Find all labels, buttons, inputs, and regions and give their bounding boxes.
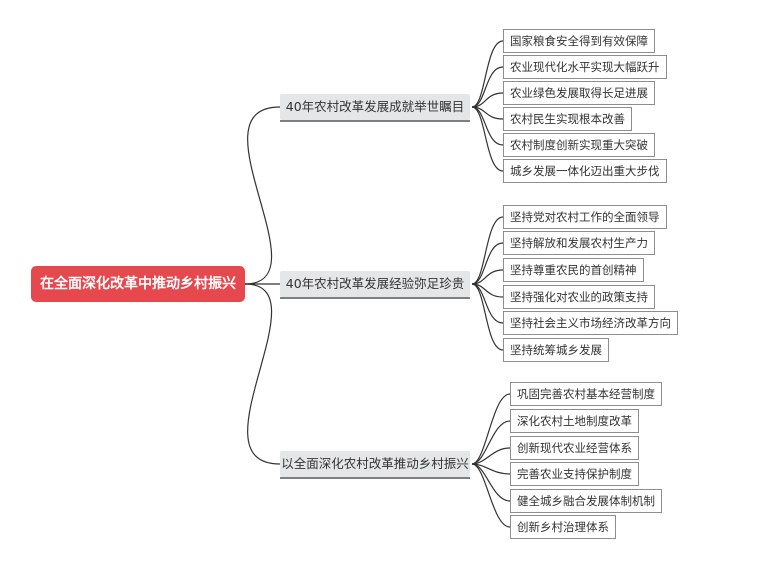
branch-node-experience[interactable]: 40年农村改革发展经验弥足珍贵: [280, 271, 470, 297]
leaf-node-grain-security[interactable]: 国家粮食安全得到有效保障: [503, 29, 655, 53]
leaf-node-protection-system[interactable]: 完善农业支持保护制度: [510, 462, 639, 486]
branch-node-revitalization[interactable]: 以全面深化农村改革推动乡村振兴: [280, 451, 470, 477]
connector-branch-leaf: [471, 283, 504, 351]
branch-node-achievements[interactable]: 40年农村改革发展成就举世瞩目: [280, 94, 470, 120]
leaf-node-livelihood[interactable]: 农村民生实现根本改善: [503, 107, 632, 131]
leaf-node-management-system[interactable]: 创新现代农业经营体系: [510, 436, 639, 460]
leaf-node-coordinated-development[interactable]: 坚持统筹城乡发展: [503, 338, 609, 362]
connector-branch-leaf: [471, 66, 504, 108]
connector-branch-leaf: [471, 420, 511, 465]
leaf-node-farmer-initiative[interactable]: 坚持尊重农民的首创精神: [503, 258, 644, 282]
connector-branch-leaf: [471, 463, 511, 528]
leaf-node-urban-rural-integration[interactable]: 城乡发展一体化迈出重大步伐: [503, 159, 667, 183]
connector-branch-leaf: [471, 106, 504, 172]
leaf-node-governance[interactable]: 创新乡村治理体系: [510, 515, 616, 539]
root-node[interactable]: 在全面深化改革中推动乡村振兴: [31, 266, 245, 302]
leaf-node-market-reform[interactable]: 坚持社会主义市场经济改革方向: [503, 311, 678, 335]
connector-branch-leaf: [471, 242, 504, 285]
leaf-node-productivity[interactable]: 坚持解放和发展农村生产力: [503, 231, 655, 255]
connector-branch-leaf: [471, 92, 504, 108]
connector-branch-leaf: [471, 269, 504, 285]
connector-branch-leaf: [471, 393, 511, 465]
connector-branch-leaf: [471, 106, 504, 146]
leaf-node-party-leadership[interactable]: 坚持党对农村工作的全面领导: [503, 205, 667, 229]
leaf-node-institutional-innovation[interactable]: 农村制度创新实现重大突破: [503, 133, 655, 157]
leaf-node-modernization[interactable]: 农业现代化水平实现大幅跃升: [503, 55, 667, 79]
connector-branch-leaf: [471, 216, 504, 285]
connector-branch-leaf: [471, 40, 504, 108]
leaf-node-basic-management[interactable]: 巩固完善农村基本经营制度: [510, 382, 662, 406]
leaf-node-land-reform[interactable]: 深化农村土地制度改革: [510, 409, 639, 433]
leaf-node-green-development[interactable]: 农业绿色发展取得长足进展: [503, 81, 655, 105]
connector-root-branch: [244, 283, 281, 465]
connector-branch-leaf: [471, 447, 511, 465]
connector-root-branch: [244, 106, 281, 285]
leaf-node-integration-mechanism[interactable]: 健全城乡融合发展体制机制: [510, 489, 662, 513]
connector-branch-leaf: [471, 283, 504, 324]
leaf-node-policy-support[interactable]: 坚持强化对农业的政策支持: [503, 285, 655, 309]
